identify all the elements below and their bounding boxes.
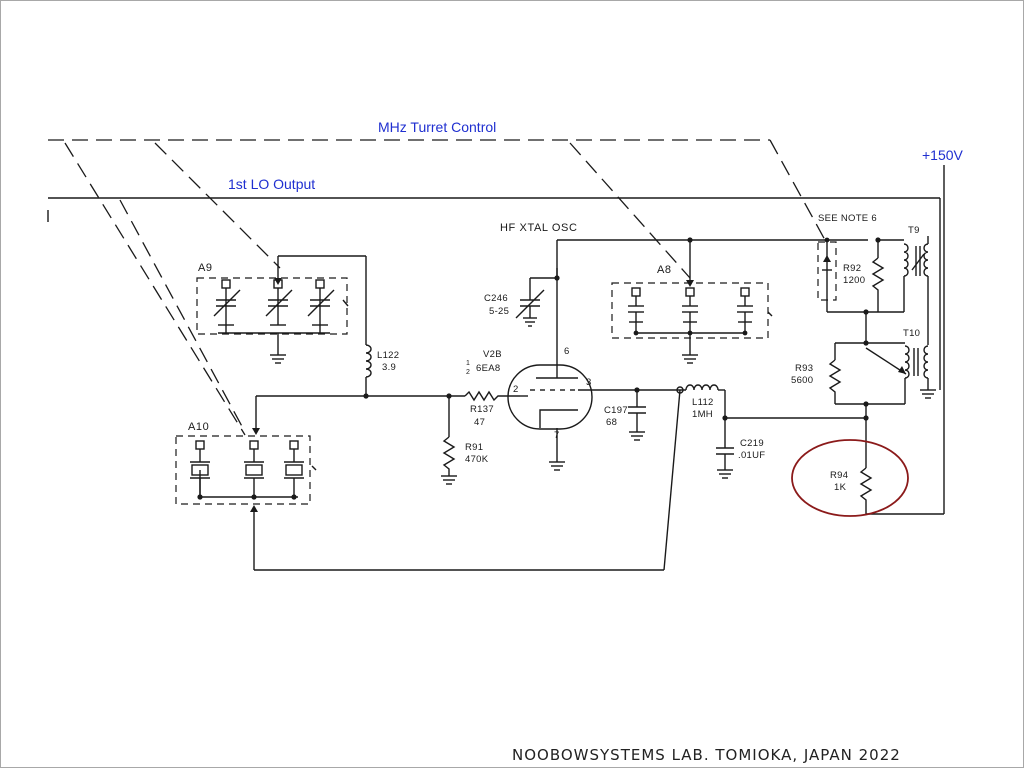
grid-line [252,393,465,435]
c219-ref: C219 [740,438,764,449]
r91-value: 470K [465,454,489,465]
hf-xtal-osc-label: HF XTAL OSC [500,222,578,234]
t9-ref: T9 [908,225,920,236]
l112-value: 1MH [692,409,713,420]
r94-highlight-circle [791,439,909,517]
pin-6: 6 [564,346,570,357]
pin-2: 2 [513,384,519,395]
r94-value: 1K [834,482,847,493]
l122-ref: L122 [377,350,399,361]
a8-cap-1 [628,287,644,333]
a9-module [196,255,367,364]
r93-ref: R93 [795,363,813,374]
see-note-label: SEE NOTE 6 [818,213,877,224]
r137-resistor [464,390,520,402]
turret-linkage [48,139,826,436]
osc-top-rail [530,237,881,281]
t9-transformer [903,236,929,345]
v2b-value: 6EA8 [476,363,500,374]
c197-capacitor [628,387,646,441]
l122-value: 3.9 [382,362,396,373]
a8-label: A8 [657,264,672,276]
b-plus-line [866,165,945,515]
c197-ref: C197 [604,405,628,416]
turret-linkage-a10 [119,199,246,433]
a10-crystal-2 [244,440,264,497]
a8-cap-3 [737,287,773,333]
lo-output-line [47,197,941,390]
footer-credit: NOOBOWSYSTEMS LAB. TOMIOKA, JAPAN 2022 [512,746,901,764]
pin-7: 7 [554,430,560,441]
c246-trimmer [515,278,545,327]
a10-label: A10 [188,421,209,433]
c219-value: .01UF [738,450,765,461]
r137-value: 47 [474,417,485,428]
l122-coil [365,344,372,396]
c246-ref: C246 [484,293,508,304]
l112-ref: L112 [692,397,714,408]
pin-3: 3 [586,377,592,388]
c246-value: 5-25 [489,306,509,317]
r93-network [828,340,907,418]
r91-resistor [441,396,457,485]
t10-ref: T10 [903,328,920,339]
a9-trimmer-2 [265,279,293,326]
lo-output-label: 1st LO Output [228,176,315,192]
b-plus-label: +150V [922,147,964,163]
r91-ref: R91 [465,442,483,453]
v2b-frac-num: 1 [466,360,470,367]
r92-network [817,237,904,343]
turret-control-label: MHz Turret Control [378,119,496,135]
r94-ref: R94 [830,470,848,481]
v2b-frac-den: 2 [466,369,470,376]
v2b-ref: V2B [483,349,502,360]
a10-crystal-1 [190,440,210,497]
r94-resistor [859,418,873,514]
a8-cap-2 [682,287,698,333]
r92-value: 1200 [843,275,865,286]
a8-module [611,240,773,364]
a9-trimmer-3 [307,279,349,326]
c197-value: 68 [606,417,617,428]
a9-trimmer-1 [213,279,241,326]
r93-value: 5600 [791,375,813,386]
c219-capacitor [716,418,734,479]
t10-transformer [904,345,936,404]
r137-ref: R137 [470,404,494,415]
a10-crystal-3 [284,440,317,497]
a9-label: A9 [198,262,213,274]
r92-ref: R92 [843,263,861,274]
a10-module [175,389,681,571]
v2b-tube [507,268,686,471]
